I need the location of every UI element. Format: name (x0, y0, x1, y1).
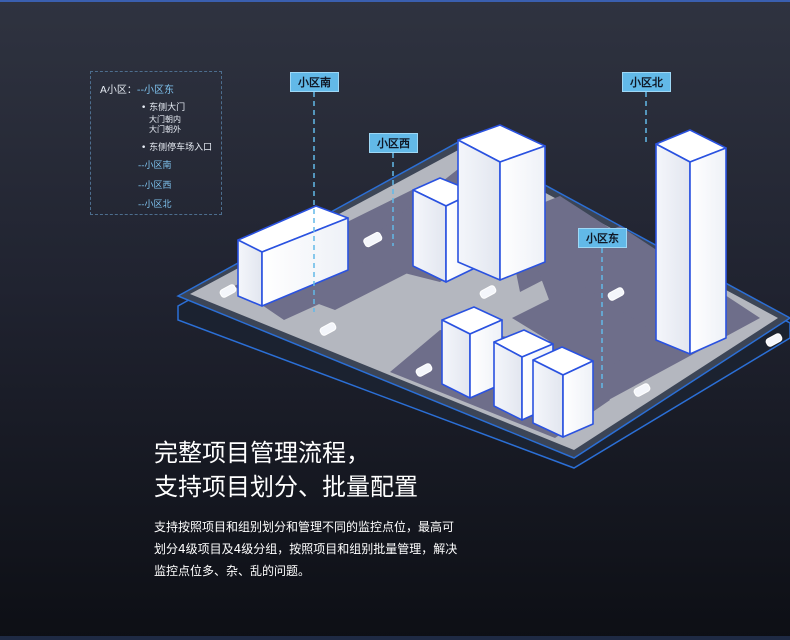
camera-icon (319, 322, 337, 336)
building-east-1 (441, 306, 503, 399)
tag-east: 小区东 (578, 228, 627, 248)
building-west-tall (457, 124, 546, 281)
tag-south: 小区南 (290, 72, 339, 92)
camera-icon (765, 333, 783, 347)
tree-item-parking-entrance[interactable]: • 东侧停车场入口 (141, 143, 213, 153)
tree-root-label: A小区： (100, 85, 137, 96)
camera-icon (415, 363, 433, 377)
building-north-tower (655, 129, 727, 355)
tree-zone-north[interactable]: --小区北 (138, 200, 172, 210)
tree-zone-west[interactable]: --小区西 (138, 181, 172, 191)
headline-line-1: 完整项目管理流程， (154, 439, 370, 467)
tree-zone-east[interactable]: --小区东 (136, 85, 175, 96)
tree-item-east-gate[interactable]: • 东侧大门 (141, 103, 186, 113)
camera-icon (363, 231, 383, 248)
top-border-line (0, 0, 790, 2)
tree-item-gate-in[interactable]: 大门朝内 (149, 115, 181, 124)
tag-west: 小区西 (369, 133, 418, 153)
description-line-1: 支持按照项目和组别划分和管理不同的监控点位，最高可 (154, 520, 455, 534)
headline-line-2: 支持项目划分、批量配置 (154, 473, 418, 501)
description: 支持按照项目和组别划分和管理不同的监控点位，最高可 划分4级项目及4级分组，按照… (154, 516, 514, 582)
tree-root[interactable]: A小区：--小区东 (100, 81, 174, 96)
camera-icon (633, 383, 651, 397)
tree-item-gate-out[interactable]: 大门朝外 (149, 125, 181, 134)
building-east-3 (532, 346, 594, 438)
building-south (237, 205, 349, 307)
description-line-2: 划分4级项目及4级分组，按照项目和组别批量管理，解决 (154, 542, 458, 556)
bottom-border-line (0, 636, 790, 640)
project-tree-panel: A小区：--小区东 • 东侧大门 大门朝内 大门朝外 • 东侧停车场入口 --小… (90, 71, 222, 215)
camera-icon (607, 287, 625, 301)
headline: 完整项目管理流程， 支持项目划分、批量配置 (154, 436, 418, 504)
tag-north: 小区北 (622, 72, 671, 92)
description-line-3: 监控点位多、杂、乱的问题。 (154, 564, 311, 578)
tree-zone-south[interactable]: --小区南 (138, 161, 172, 171)
camera-icon (219, 284, 237, 298)
camera-icon (479, 285, 497, 299)
